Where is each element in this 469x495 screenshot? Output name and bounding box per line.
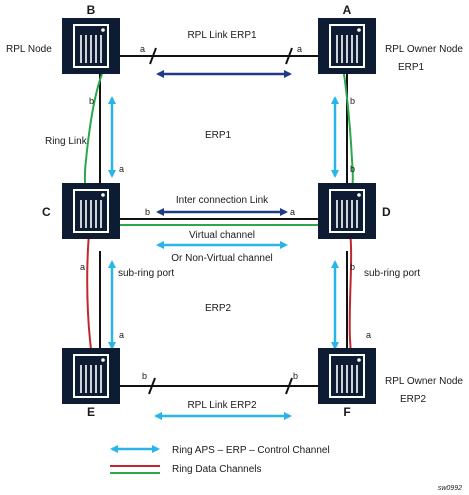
port-d-a: a bbox=[290, 207, 295, 217]
block-mark-a bbox=[285, 47, 293, 65]
port-a-b: b bbox=[350, 96, 355, 106]
node-f bbox=[317, 347, 377, 405]
block-mark-b bbox=[149, 47, 157, 65]
rpl-block-marks bbox=[148, 47, 293, 395]
port-c-a-bottom: a bbox=[80, 262, 85, 272]
port-labels: a a b b a b b a a b a a b b bbox=[80, 44, 371, 381]
node-c-letter: C bbox=[42, 205, 51, 219]
node-d-letter: D bbox=[382, 205, 391, 219]
legend-aps-label: Ring APS – ERP – Control Channel bbox=[172, 445, 330, 456]
port-d-b-bottom: b bbox=[350, 262, 355, 272]
figure-id: sw0992 bbox=[438, 485, 462, 492]
port-b-a: a bbox=[140, 44, 145, 54]
erp2-label: ERP2 bbox=[205, 303, 232, 314]
rpl-link-erp1-label: RPL Link ERP1 bbox=[187, 30, 257, 41]
node-f-ring: ERP2 bbox=[400, 394, 427, 405]
virtual-channel-label: Virtual channel bbox=[189, 230, 255, 241]
physical-links bbox=[99, 55, 348, 387]
node-d bbox=[317, 182, 377, 240]
port-f-b: b bbox=[293, 371, 298, 381]
port-d-b-top: b bbox=[350, 164, 355, 174]
port-c-a-top: a bbox=[119, 164, 124, 174]
node-a bbox=[317, 17, 377, 75]
erp1-label: ERP1 bbox=[205, 130, 232, 141]
legend-data-label: Ring Data Channels bbox=[172, 464, 262, 475]
node-a-letter: A bbox=[343, 3, 352, 17]
port-e-b: b bbox=[142, 371, 147, 381]
node-e bbox=[61, 347, 121, 405]
port-a-a: a bbox=[297, 44, 302, 54]
node-a-label: RPL Owner Node bbox=[385, 44, 463, 55]
block-mark-e bbox=[148, 377, 156, 395]
node-f-label: RPL Owner Node bbox=[385, 376, 463, 387]
sub-ring-port-right-label: sub-ring port bbox=[364, 268, 420, 279]
port-f-a: a bbox=[366, 330, 371, 340]
legend: Ring APS – ERP – Control Channel Ring Da… bbox=[110, 445, 330, 475]
node-e-letter: E bbox=[87, 405, 95, 419]
node-b-letter: B bbox=[87, 3, 96, 17]
ring-link-label: Ring Link bbox=[45, 136, 88, 147]
node-f-letter: F bbox=[343, 405, 350, 419]
ring-data-channels bbox=[83, 35, 354, 381]
node-b-label: RPL Node bbox=[6, 44, 52, 55]
node-b bbox=[61, 17, 121, 75]
non-virtual-channel-label: Or Non-Virtual channel bbox=[171, 253, 273, 264]
port-c-b: b bbox=[145, 207, 150, 217]
port-e-a: a bbox=[119, 330, 124, 340]
sub-ring-port-left-label: sub-ring port bbox=[118, 268, 174, 279]
block-mark-f bbox=[285, 377, 293, 395]
node-c bbox=[61, 182, 121, 240]
interconnection-label: Inter connection Link bbox=[176, 195, 269, 206]
aps-control-channels bbox=[108, 96, 339, 420]
node-a-ring: ERP1 bbox=[398, 62, 425, 73]
dark-blue-arrows bbox=[156, 70, 292, 216]
port-b-b: b bbox=[89, 96, 94, 106]
rpl-link-erp2-label: RPL Link ERP2 bbox=[187, 400, 257, 411]
